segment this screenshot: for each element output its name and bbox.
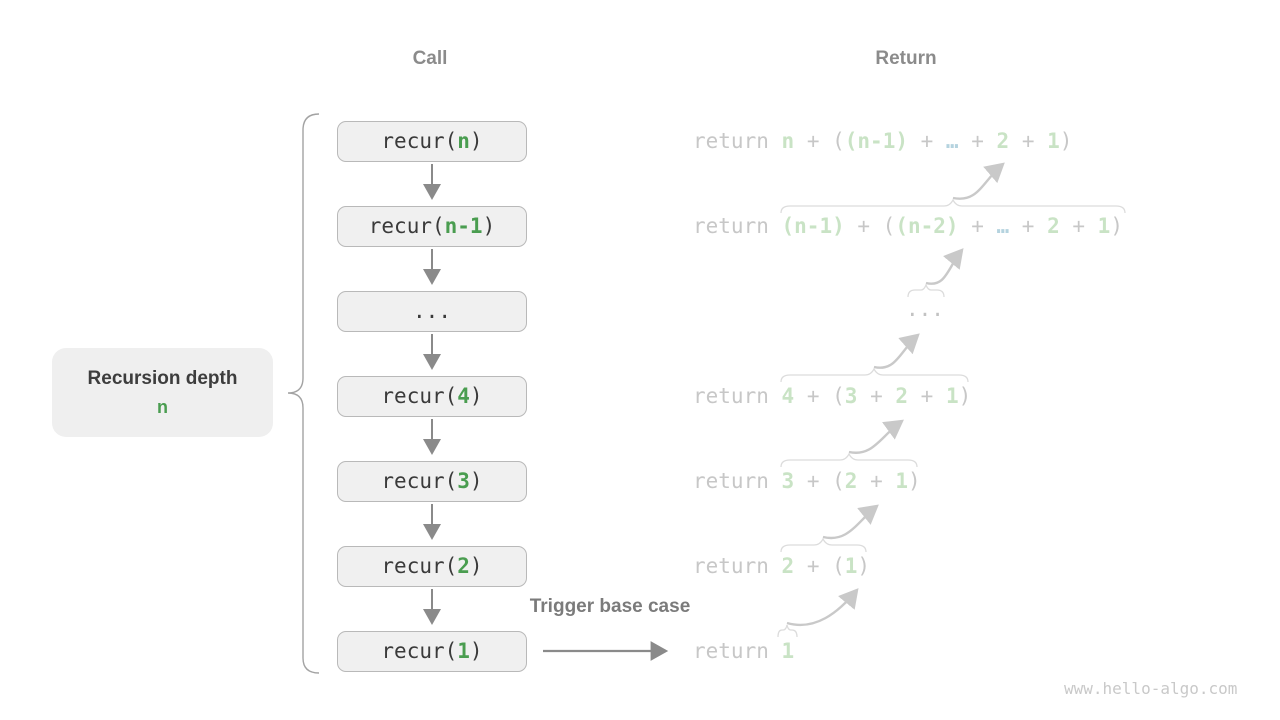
call-box-paren: ) [469,639,483,663]
return-token: + [907,129,946,153]
return-token: + [794,469,833,493]
return-token: ) [958,384,972,408]
call-box: recur(1) [337,630,527,672]
return-token: (n-1) [844,129,908,153]
return-ellipsis: ... [906,297,944,321]
return-token: ( [832,469,845,493]
return-token: 1 [1097,214,1111,238]
return-token: 2 [781,554,795,578]
return-token: 4 [781,384,795,408]
return-token: 1 [945,384,959,408]
return-token: + [794,129,833,153]
call-box-fn: recur( [381,639,458,663]
recursion-depth-brace [287,113,320,674]
call-box-arg: n-1 [444,214,483,238]
return-token: ) [857,554,871,578]
trigger-base-case-label: Trigger base case [529,596,691,617]
call-box: recur(3) [337,460,527,502]
return-token: + [958,129,997,153]
return-expression: return (n-1) + ((n-2) + … + 2 + 1) [693,212,1123,240]
return-token: 2 [996,129,1010,153]
call-box-paren: ) [469,469,483,493]
return-token: + [857,384,896,408]
return-token: … [996,214,1010,238]
return-token: 1 [1047,129,1060,153]
recursion-depth-value: n [157,397,168,418]
return-token: ) [908,469,921,493]
return-token: 2 [895,384,909,408]
return-token: (n-1) [781,214,845,238]
recursion-depth-label: Recursion depth n [52,348,273,437]
return-token: + [1009,214,1048,238]
call-box-arg: 4 [457,384,470,408]
return-token: + [908,384,946,408]
call-box: recur(4) [337,375,527,417]
return-token: return [693,554,782,578]
return-token: ( [832,129,845,153]
call-box-paren: ) [469,554,483,578]
call-box-fn: recur( [381,469,458,493]
return-token: return [693,129,782,153]
return-expression: return 4 + (3 + 2 + 1) [693,382,971,410]
call-box-fn: recur( [381,384,458,408]
return-token: return [693,384,782,408]
return-token: ) [1059,129,1073,153]
return-token: 1 [895,469,909,493]
return-expression: return n + ((n-1) + … + 2 + 1) [693,127,1072,155]
return-token: n [781,129,795,153]
recursion-depth-title: Recursion depth [87,367,238,389]
return-token: ( [832,554,845,578]
return-token: 1 [844,554,858,578]
call-box-arg: 1 [457,639,470,663]
call-box-arg: 3 [457,469,470,493]
return-token: 2 [1047,214,1060,238]
return-token: ( [882,214,896,238]
return-expression: return 3 + (2 + 1) [693,467,921,495]
return-expression: return 1 [693,637,794,665]
call-box-fn: recur( [368,214,445,238]
call-box-paren: ) [469,384,483,408]
return-token: + [857,469,896,493]
call-box-fn: recur( [381,129,458,153]
return-column-header: Return [875,48,937,69]
return-token: ( [832,384,845,408]
call-box-arg: n [457,129,470,153]
return-token: … [945,129,959,153]
return-token: 1 [781,639,795,663]
return-token: return [693,214,782,238]
call-box-arg: 2 [457,554,470,578]
return-token: + [794,554,833,578]
call-box: recur(2) [337,545,527,587]
return-token: + [1009,129,1048,153]
return-token: + [794,384,833,408]
call-column-header: Call [412,48,448,69]
return-token: + [1059,214,1098,238]
return-token: + [958,214,997,238]
return-token: 3 [781,469,795,493]
return-token: return [693,639,782,663]
call-box-paren: ) [482,214,496,238]
call-box: recur(n) [337,120,527,162]
call-box-fn: recur( [381,554,458,578]
return-expression: return 2 + (1) [693,552,870,580]
return-token: 2 [844,469,858,493]
return-token: ) [1110,214,1123,238]
return-token: return [693,469,782,493]
return-token: 3 [844,384,858,408]
return-token: + [844,214,883,238]
return-token: (n-2) [895,214,959,238]
watermark: www.hello-algo.com [1064,679,1238,698]
call-box: recur(n-1) [337,205,527,247]
call-box-ellipsis: ... [337,290,527,332]
call-box-paren: ) [469,129,483,153]
